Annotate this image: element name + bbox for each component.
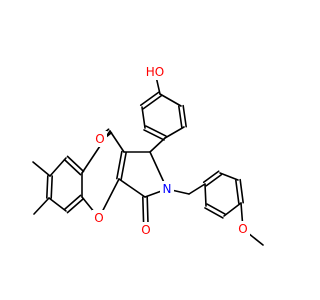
bond-p6-p1	[204, 183, 207, 207]
bond-ca-cb	[188, 183, 206, 195]
nitrogen-label: N	[160, 181, 174, 197]
bond-c6-me6	[33, 197, 50, 215]
hydroxyl-text: HO	[146, 65, 164, 79]
bond-c8-c8b-2	[66, 155, 85, 173]
lactam-oxygen-text: O	[141, 223, 150, 237]
bond-c7-c8	[49, 157, 67, 177]
bond-h4-c1	[149, 137, 166, 153]
bond-c9a-c3a	[116, 150, 123, 180]
bond-p2-p3	[219, 172, 239, 181]
bond-p5-p6	[206, 203, 226, 215]
pyran-oxygen-text: O	[94, 211, 103, 225]
bond-c5-c6	[48, 197, 67, 212]
bond-h4-h5	[164, 126, 185, 139]
bond-c4a-c5	[63, 194, 82, 211]
bond-c8-c8b	[63, 158, 82, 176]
bond-c9a-c3a-2	[120, 151, 127, 181]
bond-h6-h1	[159, 93, 182, 107]
ketone-oxygen-label: O	[93, 131, 107, 147]
bond-p3-p4-2	[239, 178, 244, 204]
bond-h1-h2	[139, 91, 160, 107]
bond-c6-c7-2	[46, 175, 49, 199]
methoxy-oxygen-label: O	[236, 221, 250, 237]
bond-p4-p5	[223, 202, 242, 217]
nitrogen-text: N	[163, 182, 172, 196]
lactam-oxygen-label: O	[139, 222, 153, 238]
pyran-oxygen-label: O	[92, 210, 106, 226]
bond-c3a-c3	[118, 178, 146, 198]
bond-p1-p2	[205, 173, 223, 187]
methoxy-oxygen-text: O	[238, 222, 247, 236]
bond-c9a-c9	[109, 130, 125, 153]
bond-c6-c7	[50, 175, 53, 199]
bond-c7-me7	[32, 161, 51, 177]
bond-h5-h6	[182, 104, 187, 128]
bond-h1-h2-2	[142, 94, 163, 110]
bond-h2-h3	[141, 106, 146, 129]
bond-c4a-c5-2	[66, 197, 85, 214]
ketone-oxygen-text: O	[95, 132, 104, 146]
bond-h3-h4	[143, 129, 165, 141]
bond-p5-p6-2	[204, 207, 224, 219]
bond-p3-p4	[235, 179, 240, 205]
bond-p1-p2-2	[202, 170, 220, 184]
bonds	[32, 71, 264, 246]
bond-h3-h4-2	[145, 125, 167, 137]
chemical-structure-diagram: HO O O O O N	[32, 64, 264, 246]
hydroxyl-label: HO	[144, 64, 166, 80]
atom-labels: HO O O O O N	[92, 64, 250, 238]
bond-h5-h6-2	[178, 105, 183, 129]
